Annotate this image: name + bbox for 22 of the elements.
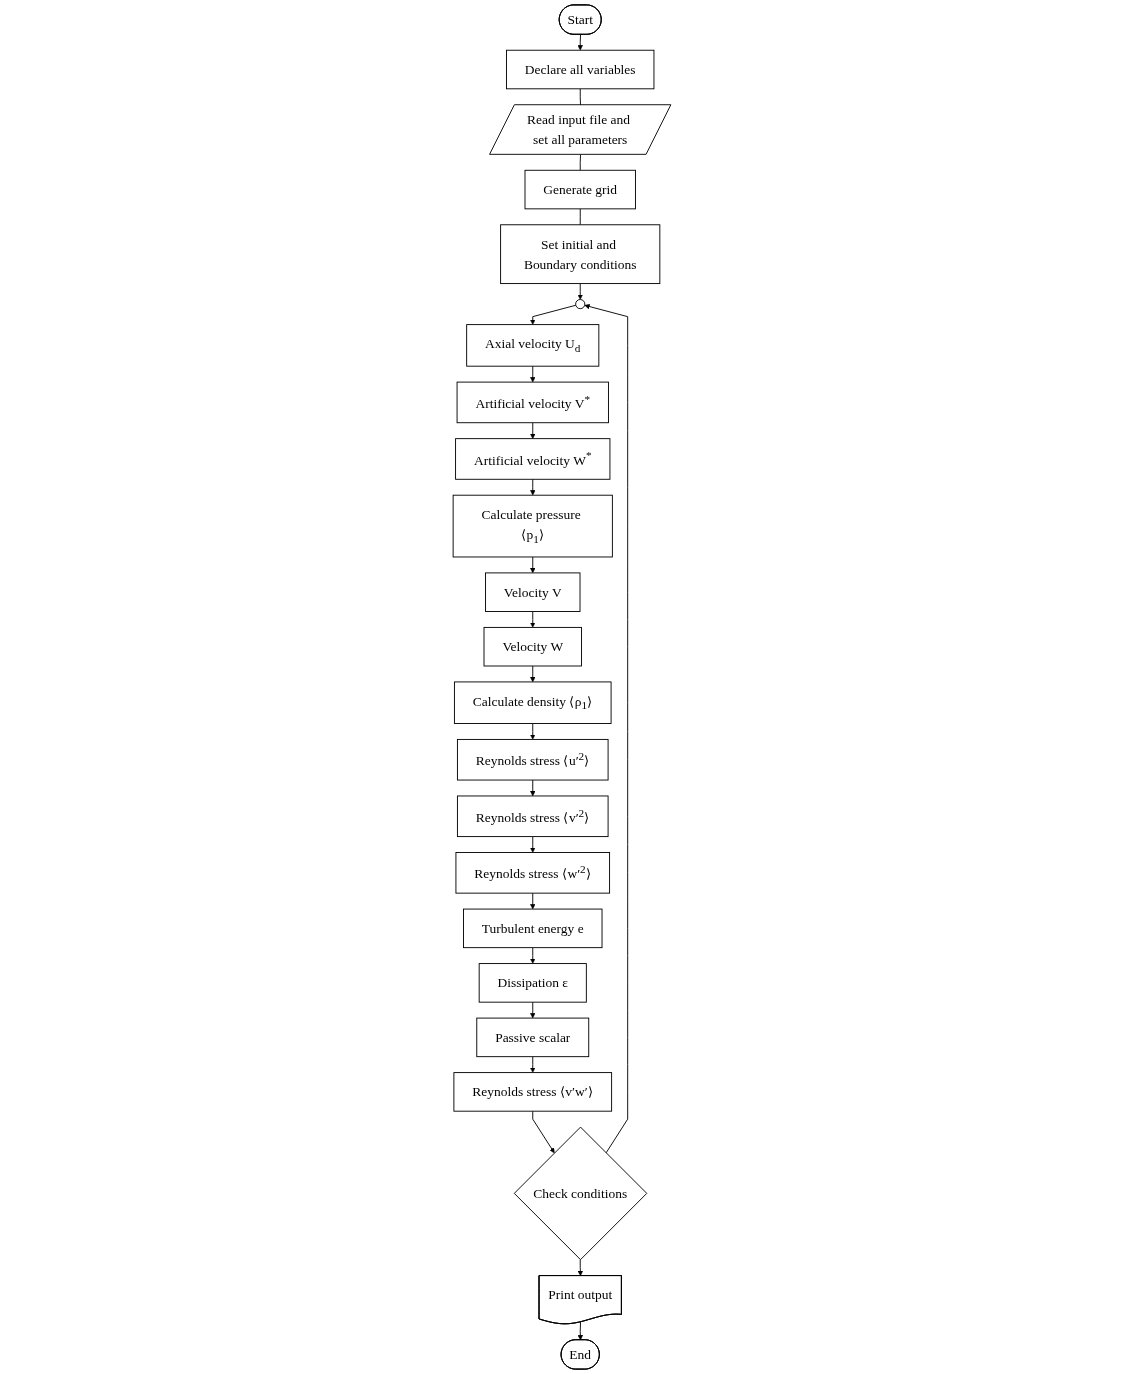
node-box: Velocity W — [483, 626, 582, 667]
node-box: Passive scalar — [476, 1017, 590, 1058]
connector — [579, 154, 581, 171]
node-box: Declare all variables — [506, 49, 655, 90]
node-box: Calculate pressure ⟨p$_{1}$⟩ — [452, 494, 613, 558]
node-box: Reynolds stress ⟨v′w′⟩ — [453, 1072, 613, 1112]
connector — [579, 88, 581, 106]
node-diamond: Check conditions — [513, 1126, 648, 1261]
connector — [579, 208, 581, 226]
node-box: Artificial velocity V$^{*}$ — [456, 381, 609, 424]
node-box: Dissipation ε — [478, 963, 587, 1003]
node-box: Set initial and Boundary conditions — [500, 224, 661, 285]
node-box: Calculate density ⟨ρ$_{1}$⟩ — [453, 681, 612, 724]
node-box: Reynolds stress ⟨u′$^{2}$⟩ — [456, 738, 609, 781]
node-box: Velocity V — [485, 572, 581, 612]
node-circle — [575, 299, 586, 310]
node-box: Generate grid — [524, 169, 636, 210]
node-box: Artificial velocity W$^{*}$ — [455, 438, 611, 480]
node-box: Axial velocity U$_{d}$ — [466, 324, 600, 367]
node-box: Reynolds stress ⟨w′$^{2}$⟩ — [455, 852, 611, 894]
node-box: Reynolds stress ⟨v′$^{2}$⟩ — [456, 795, 609, 838]
node-box: Turbulent energy e — [463, 908, 603, 949]
